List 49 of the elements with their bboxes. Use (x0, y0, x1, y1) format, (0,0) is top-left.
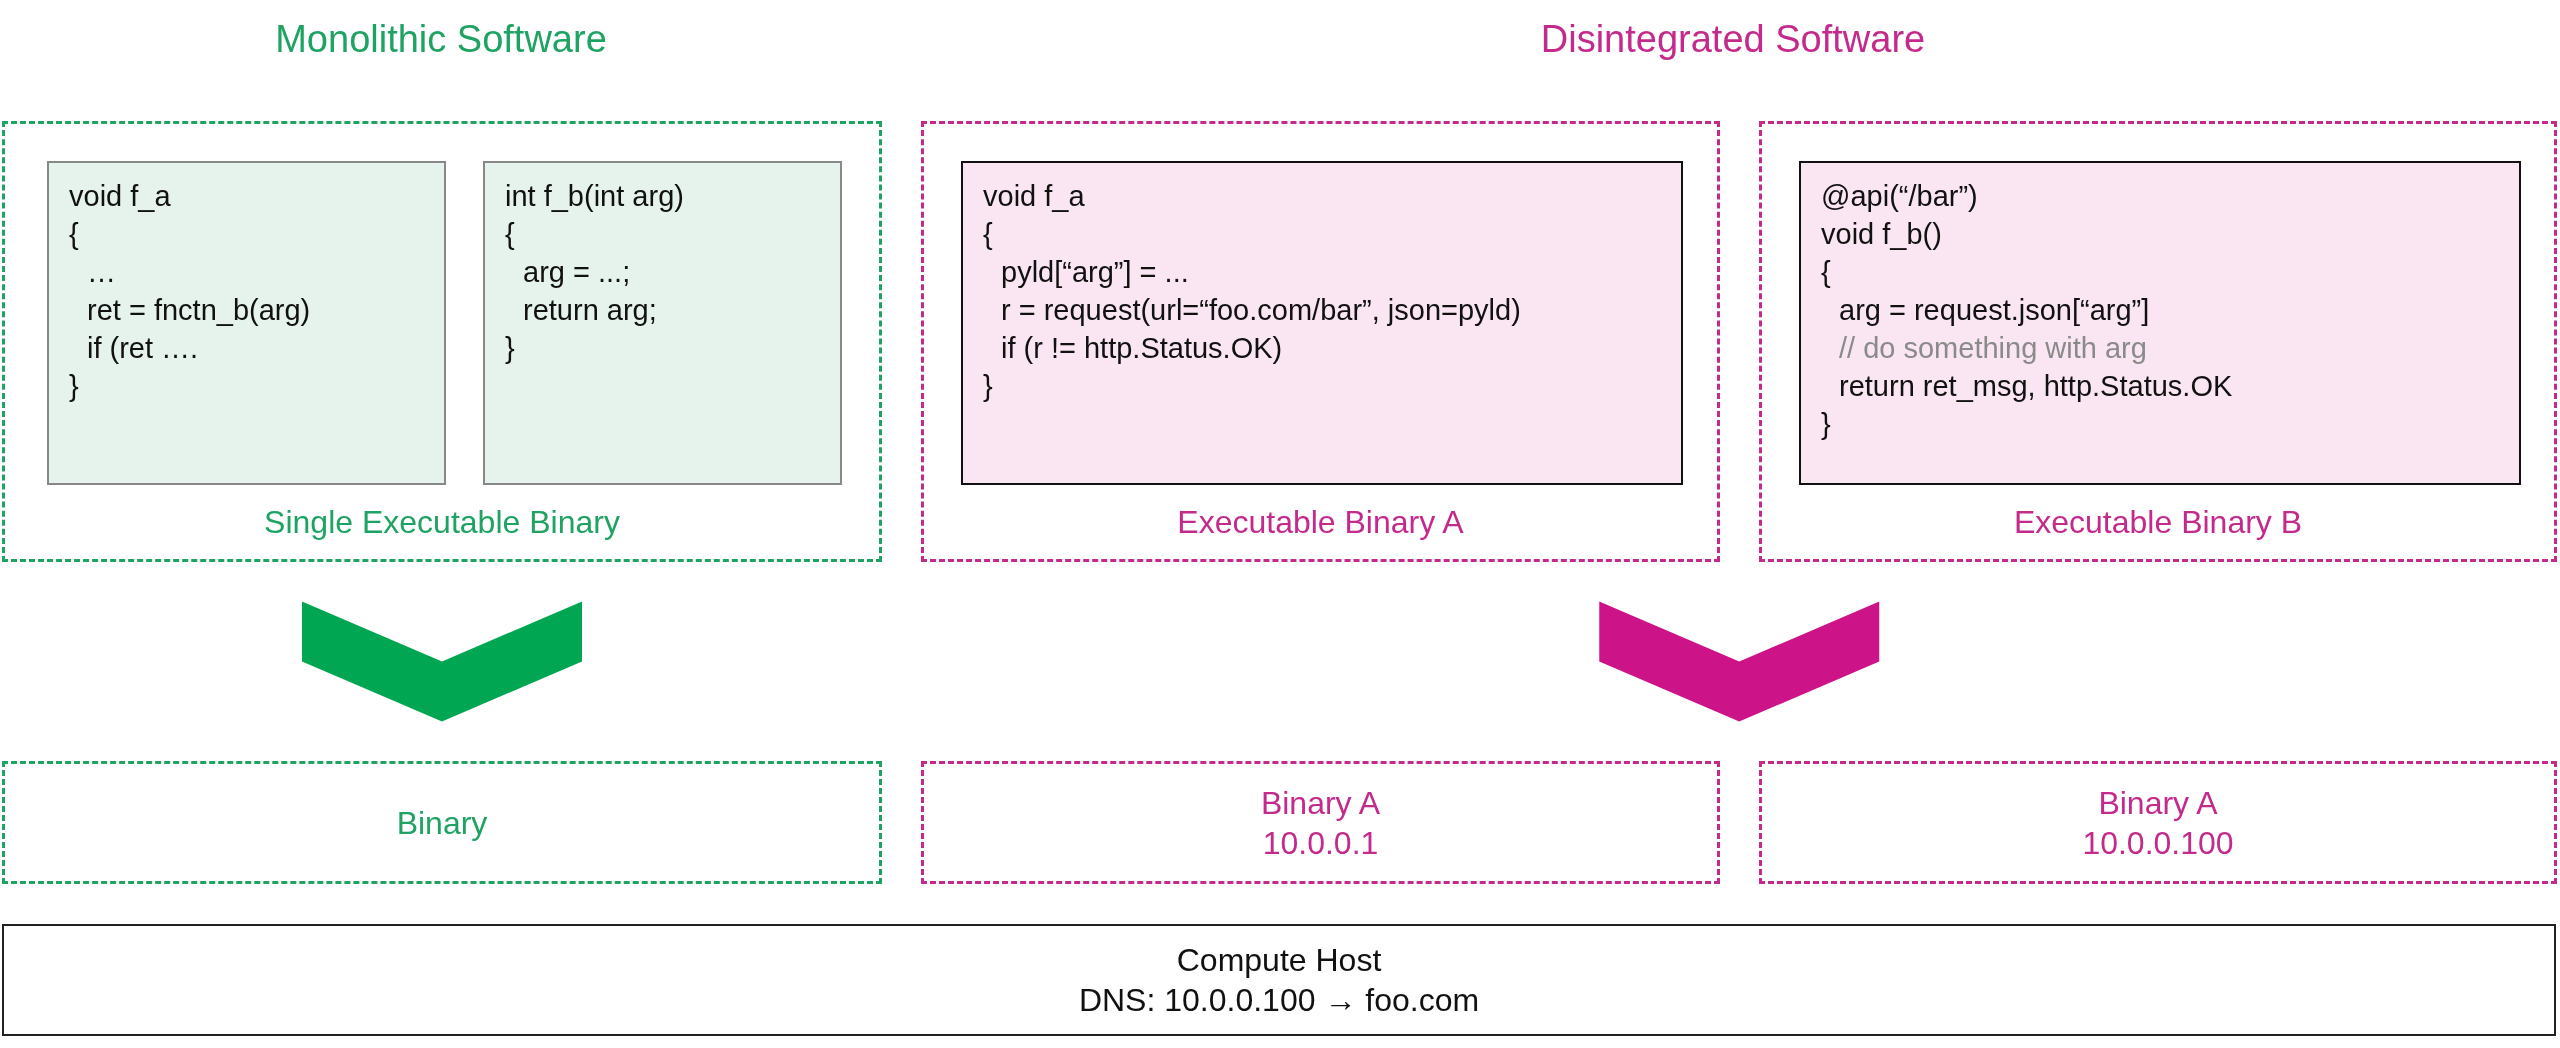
binary-group-box (921, 121, 1720, 562)
box-caption: Executable Binary B (2012, 504, 2304, 541)
host-text: DNS: 10.0.0.100 → foo.com (1078, 981, 1480, 1020)
code-line: void f_a (983, 179, 1085, 214)
code-line: int f_b(int arg) (505, 179, 684, 214)
binary-text: 10.0.0.1 (1262, 823, 1379, 863)
section-title: Disintegrated Software (1540, 18, 1926, 61)
code-line: return ret_msg, http.Status.OK (1838, 369, 2233, 404)
code-line: return arg; (522, 293, 657, 328)
box-caption: Single Executable Binary (263, 504, 621, 541)
code-box (961, 161, 1683, 485)
binary-box (1759, 761, 2557, 884)
code-line: { (505, 217, 515, 252)
binary-group-box (2, 121, 882, 562)
code-line: if (r != http.Status.OK) (1000, 331, 1283, 366)
code-line: if (ret …. (86, 331, 199, 366)
code-line: } (1821, 407, 1831, 442)
code-line: } (69, 369, 79, 404)
code-line: ret = fnctn_b(arg) (86, 293, 311, 328)
code-line: } (983, 369, 993, 404)
code-line: } (505, 331, 515, 366)
box-caption: Executable Binary A (1176, 504, 1465, 541)
code-line: { (983, 217, 993, 252)
code-line: … (86, 255, 116, 290)
code-line: @api(“/bar”) (1821, 179, 1978, 214)
code-box (1799, 161, 2521, 485)
chevron-arrow (1599, 601, 1880, 722)
code-box (47, 161, 446, 485)
binary-text: 10.0.0.100 (2082, 823, 2234, 863)
section-title: Monolithic Software (275, 18, 607, 61)
code-line: void f_a (69, 179, 171, 214)
code-line: pyld[“arg”] = ... (1000, 255, 1189, 290)
binary-box (2, 761, 882, 884)
host-text: Compute Host (1176, 941, 1382, 980)
code-line: arg = ...; (522, 255, 631, 290)
binary-text: Binary A (1260, 783, 1381, 823)
code-line: void f_b() (1821, 217, 1942, 252)
code-line: { (1821, 255, 1831, 290)
binary-box (921, 761, 1720, 884)
code-line: r = request(url=“foo.com/bar”, json=pyld) (1000, 293, 1521, 328)
code-comment: // do something with arg (1838, 331, 2147, 366)
code-line: { (69, 217, 79, 252)
code-box (483, 161, 842, 485)
binary-group-box (1759, 121, 2557, 562)
binary-text: Binary A (2098, 783, 2218, 823)
code-line: arg = request.json[“arg”] (1838, 293, 2150, 328)
binary-text: Binary (396, 803, 488, 843)
chevron-arrow (302, 601, 582, 722)
host-box (2, 924, 2556, 1036)
